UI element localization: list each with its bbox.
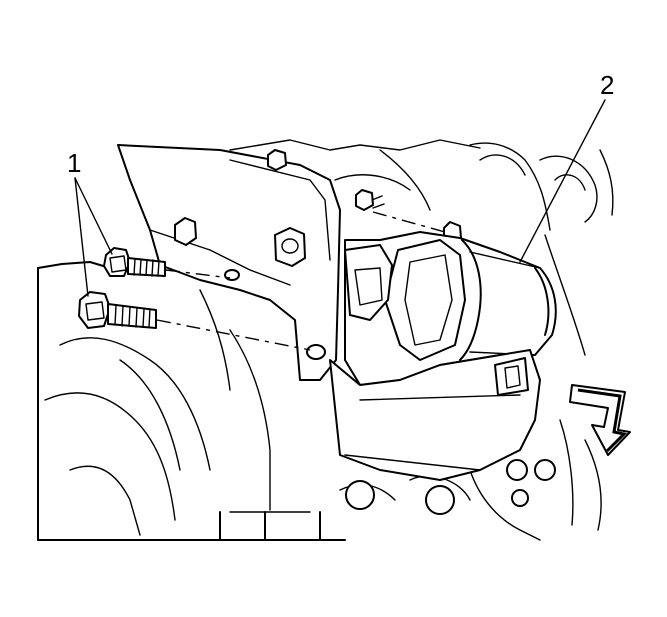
starter-bolt-upper: [103, 247, 166, 277]
bolt-alignment-lines: [156, 211, 446, 351]
starter-motor: [329, 231, 557, 481]
starter-bracket: [117, 144, 341, 381]
callout-1-label: 1: [67, 148, 81, 178]
upper-engine-area: [229, 139, 614, 541]
engine-block: [37, 261, 346, 541]
callout-2-label: 2: [600, 70, 614, 100]
removal-direction-arrow-icon: [569, 384, 631, 456]
callout-leader-lines: [74, 99, 606, 297]
starter-bolt-lower: [78, 291, 157, 329]
